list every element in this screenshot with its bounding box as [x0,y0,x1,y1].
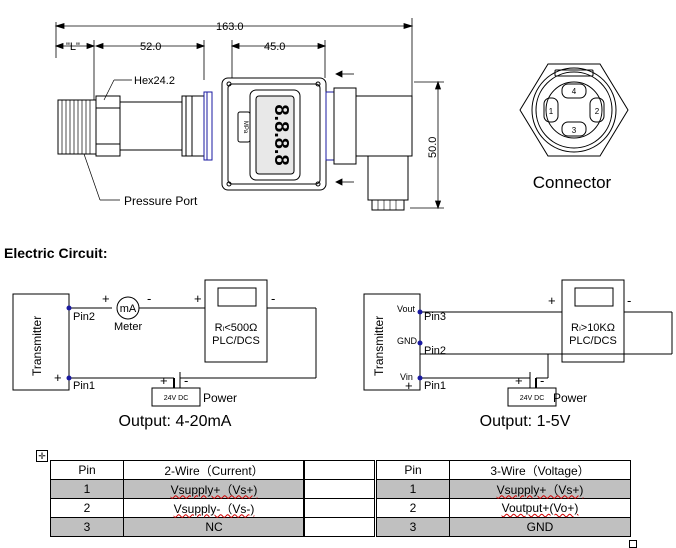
vin-label: Vin [400,372,413,382]
hex-label: Hex24.2 [134,75,175,87]
dim-total-label: 163.0 [216,21,244,33]
vout-label: Vout [397,304,416,314]
left-minus-supply: - [184,373,188,388]
left-row3-desc: NC [123,517,305,537]
table-row: 1 Vsupply+（Vs+) [376,479,631,499]
dim-45-label: 45.0 [264,41,285,53]
table-row: 3 GND [376,517,631,537]
right-header-wire: 3-Wire（Voltage） [449,460,631,480]
electric-circuit-title: Electric Circuit: [4,245,108,261]
right-power-label: Power [553,391,587,405]
right-row1-desc-text: Vsupply+（Vs+) [496,482,584,497]
dim-52-label: 52.0 [140,41,161,53]
left-row1-pin: 1 [50,479,124,499]
right-load-plc: PLC/DCS [569,335,617,347]
left-supply-label: 24V DC [164,395,189,402]
dimension-lines [54,18,444,210]
right-row1-desc: Vsupply+（Vs+) [449,479,631,499]
gnd-label: GND [397,336,418,346]
left-minus-load: - [271,291,275,306]
left-plus-load: + [194,291,202,306]
dim-50-label: 50.0 [427,137,439,158]
left-transmitter-label: Transmitter [30,316,44,376]
left-row3-pin: 3 [50,517,124,537]
left-header-wire: 2-Wire（Current） [123,460,305,480]
table-row: 3 NC [50,517,305,537]
circuit-right-nodes [417,309,423,381]
display-digits: 8.8.8.8 [270,104,292,165]
right-plus-supply: + [515,373,523,388]
right-pin3-label: Pin3 [424,311,446,323]
gap-cell [303,460,375,480]
right-row2-desc-text: Voutput+(Vo+) [501,501,579,515]
table-row: 1 Vsupply+（Vs+) [50,479,305,499]
connector-pin-3: 3 [572,126,577,135]
circuit-right [363,279,673,407]
left-row1-desc: Vsupply+（Vs+) [123,479,305,499]
table-move-handle-icon[interactable]: ✛ [36,450,48,462]
connector-pin-labels: 4 1 2 3 Connector [533,87,612,192]
left-row2-pin: 2 [50,498,124,518]
right-output-caption: Output: 1-5V [480,413,571,430]
pin-table-right: Pin 3-Wire（Voltage） 1 Vsupply+（Vs+) 2 Vo… [376,460,631,537]
right-row1-pin: 1 [376,479,450,499]
right-plus-pin1: + [405,378,413,393]
circuit-left [12,279,317,407]
circuit-left-nodes [66,305,72,381]
left-header-pin: Pin [50,460,124,480]
right-minus-supply: - [540,373,544,388]
circuit-right-labels: Transmitter Vout GND Vin Pin3 Pin2 Pin1 … [372,293,631,430]
gap-cell [303,517,375,537]
sensor-body [57,77,413,211]
circuit-left-labels: Transmitter Pin2 Pin1 + mA - Meter + - R… [30,291,275,430]
left-minus-meter: - [147,291,151,306]
pin-table-left: Pin 2-Wire（Current） 1 Vsupply+（Vs+) 2 Vs… [50,460,305,537]
table-row: 2 Vsupply-（Vs-) [50,498,305,518]
left-output-caption: Output: 4-20mA [119,413,232,430]
left-load-plc: PLC/DCS [212,335,260,347]
right-row3-pin: 3 [376,517,450,537]
meter-label: Meter [114,321,142,333]
gap-cell [303,498,375,518]
meter-symbol: mA [120,303,137,315]
left-load-resistance: Rₗ<500Ω [215,322,258,334]
dim-l-label: "L" [66,41,80,53]
right-load-resistance: Rₗ>10KΩ [571,322,615,334]
table-row: 2 Voutput+(Vo+) [376,498,631,518]
left-plus-supply: + [160,373,168,388]
right-pin2-label: Pin2 [424,345,446,357]
left-pin2-label: Pin2 [73,311,95,323]
right-row2-pin: 2 [376,498,450,518]
left-row2-desc: Vsupply-（Vs-) [123,498,305,518]
left-row2-desc-text: Vsupply-（Vs-) [173,501,255,516]
right-row2-desc: Voutput+(Vo+) [449,498,631,518]
left-plus-pin1: + [54,370,62,385]
dimension-texts: 163.0 "L" 52.0 45.0 50.0 Hex24.2 Pressur… [66,21,439,208]
connector-pin-2: 2 [595,107,600,116]
pressure-port-label: Pressure Port [124,194,198,208]
gap-cell [303,479,375,499]
connector-face [519,63,629,157]
right-pin1-label: Pin1 [424,380,446,392]
right-transmitter-label: Transmitter [372,316,386,376]
right-row3-desc: GND [449,517,631,537]
right-supply-label: 24V DC [520,395,545,402]
left-row1-desc-text: Vsupply+（Vs+) [170,482,258,497]
table-gap-column [303,460,375,537]
right-minus-load: - [627,293,631,308]
left-plus-pin2: + [102,291,110,306]
display-unit-label: MPa [242,121,248,134]
left-pin1-label: Pin1 [73,380,95,392]
connector-pin-1: 1 [549,107,554,116]
right-plus-load: + [548,293,556,308]
connector-pin-4: 4 [572,87,577,96]
left-power-label: Power [203,391,237,405]
connector-label: Connector [533,173,612,192]
right-header-pin: Pin [376,460,450,480]
